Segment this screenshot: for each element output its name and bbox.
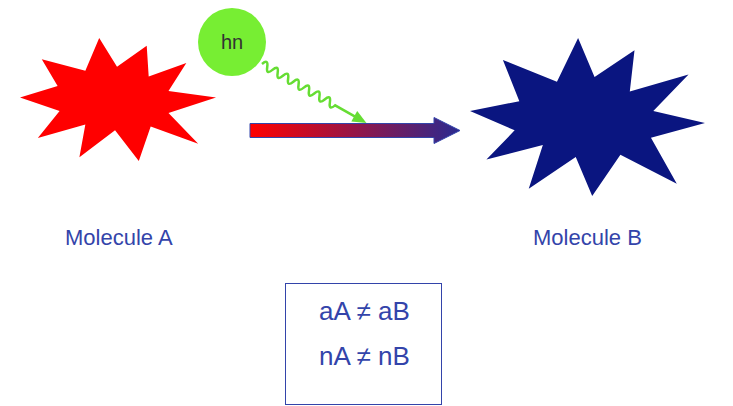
- molecule-a: Molecule A: [20, 38, 218, 255]
- property-box: aA ≠ aB nA ≠ nB: [285, 283, 442, 405]
- equation-text: nA ≠ nB: [319, 341, 410, 372]
- starburst-shape: [470, 38, 705, 196]
- equation-text: aA ≠ aB: [319, 296, 410, 327]
- photon-circle: hn: [197, 7, 267, 77]
- photon-wave-arrow: [259, 59, 369, 129]
- molecule-b: Molecule B: [470, 38, 705, 255]
- starburst-shape: [20, 38, 218, 163]
- photon-label: hn: [221, 31, 243, 54]
- molecule-label: Molecule A: [65, 225, 173, 251]
- molecule-label: Molecule B: [533, 225, 642, 251]
